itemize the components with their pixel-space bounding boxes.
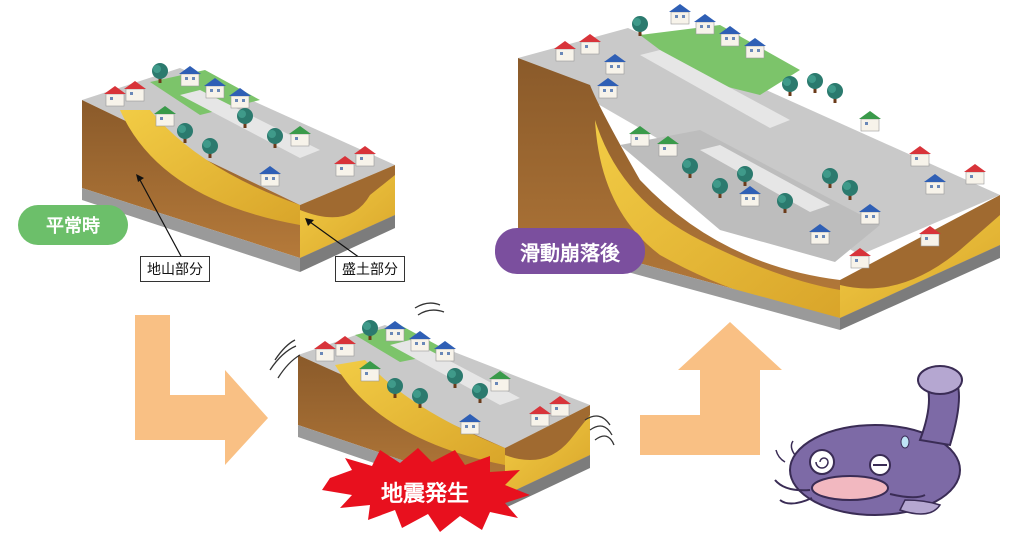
burst-shape	[322, 448, 530, 532]
base-front	[82, 188, 300, 272]
stage-label-normal: 平常時	[18, 205, 128, 245]
road	[180, 90, 320, 158]
lawn	[640, 25, 800, 95]
base-side	[840, 245, 1000, 330]
callout-line-morido	[309, 221, 361, 259]
stage-label-earthquake: 地震発生	[380, 482, 469, 507]
house-icon	[963, 163, 987, 185]
side-face	[840, 195, 1000, 318]
ground-surface	[518, 28, 1000, 255]
catfish-mascot	[774, 365, 963, 516]
road	[700, 145, 830, 212]
block-after	[518, 3, 1000, 330]
stage-label-after: 滑動崩落後	[495, 228, 645, 274]
fill-region-side	[300, 175, 395, 258]
flow-arrows	[135, 315, 782, 465]
soil-layer	[518, 58, 840, 318]
house-icon	[858, 110, 882, 132]
fill-region-front	[120, 110, 300, 225]
ground-surface	[82, 68, 395, 205]
callout-line-jiyama	[139, 179, 183, 259]
tree-icon	[807, 73, 823, 93]
fill-region-side	[840, 215, 1000, 318]
callout-jiyama: 地山部分	[140, 256, 210, 282]
fill-region-front	[335, 360, 505, 465]
callout-morido: 盛土部分	[335, 256, 405, 282]
tree-icon	[827, 83, 843, 103]
house-icon	[908, 145, 932, 167]
house-icon	[178, 65, 202, 87]
tree-icon	[782, 76, 798, 96]
shake-lines-icon	[269, 302, 615, 446]
block-normal	[82, 63, 395, 272]
arrow-normal-to-quake	[135, 315, 268, 465]
house-icon	[433, 340, 457, 362]
road	[640, 50, 790, 128]
house-icon	[693, 13, 717, 35]
house-icon	[668, 3, 692, 25]
base-side	[300, 215, 395, 272]
ground-surface	[298, 325, 590, 448]
fill-region-side	[505, 415, 590, 495]
arrow-quake-to-after	[640, 322, 782, 455]
block-earthquake	[269, 302, 615, 532]
house-icon	[383, 320, 407, 342]
fill-region-front	[595, 120, 840, 318]
